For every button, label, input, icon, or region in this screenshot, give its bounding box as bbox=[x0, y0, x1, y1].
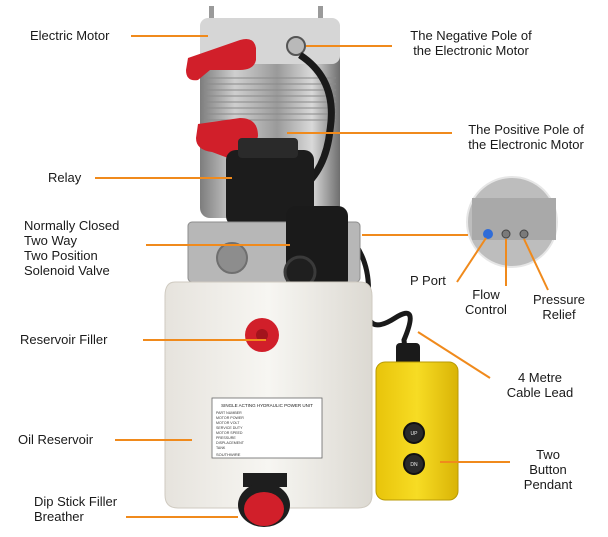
leader-lines bbox=[95, 35, 549, 518]
flow-control-icon bbox=[501, 229, 511, 239]
label-dipstick: Dip Stick Filler Breather bbox=[34, 494, 118, 524]
label-solenoid-valve: Normally Closed Two Way Two Position Sol… bbox=[24, 218, 120, 278]
negative-terminal-bolt bbox=[286, 36, 306, 56]
label-reservoir-filler: Reservoir Filler bbox=[20, 332, 108, 347]
pendant-button-up bbox=[403, 422, 425, 444]
motor-stud-right bbox=[318, 6, 323, 22]
dipstick-cap-red bbox=[244, 492, 284, 526]
pendant-cable bbox=[343, 230, 413, 361]
label-negative-pole: The Negative Pole of the Electronic Moto… bbox=[410, 28, 532, 58]
pendant-button-up-label: UP bbox=[411, 431, 419, 437]
pendant-button-down bbox=[403, 453, 425, 475]
label-positive-pole: The Positive Pole of the Electronic Moto… bbox=[468, 122, 584, 152]
spec-plate-row: TANK bbox=[216, 446, 226, 450]
spec-plate-row: PRESSURE bbox=[216, 436, 236, 440]
label-oil-reservoir: Oil Reservoir bbox=[18, 432, 94, 447]
dipstick-neck bbox=[243, 473, 287, 487]
pendant-button-down-label: DN bbox=[410, 462, 418, 468]
label-electric-motor: Electric Motor bbox=[30, 28, 110, 43]
label-p-port: P Port bbox=[410, 273, 446, 288]
pendant-grip bbox=[396, 343, 420, 367]
label-pendant: Two Button Pendant bbox=[523, 447, 573, 492]
spec-plate-row: SERVICE DUTY bbox=[216, 426, 243, 430]
leader-pressure-relief bbox=[523, 238, 549, 291]
valve-port-window bbox=[216, 242, 248, 274]
leader-cable-lead bbox=[417, 331, 491, 379]
spec-plate-title: SINGLE ACTING HYDRAULIC POWER UNIT bbox=[221, 403, 313, 408]
label-pressure-relief: Pressure Relief bbox=[532, 292, 586, 322]
pressure-relief-icon bbox=[519, 229, 529, 239]
leader-p-port bbox=[456, 237, 487, 283]
relay-top bbox=[238, 138, 298, 158]
motor-stud-left bbox=[209, 6, 214, 22]
label-cable-lead: 4 Metre Cable Lead bbox=[506, 370, 574, 400]
spec-plate bbox=[211, 397, 323, 459]
label-flow-control: Flow Control bbox=[465, 287, 507, 317]
reservoir-filler-cap-center bbox=[256, 329, 268, 341]
motor-cable bbox=[297, 52, 335, 193]
label-relay: Relay bbox=[48, 170, 82, 185]
spec-plate-row: MOTOR POWER bbox=[216, 416, 244, 420]
spec-plate-row: PART NUMBER bbox=[216, 411, 242, 415]
spec-plate-row: MOTOR VOLT bbox=[216, 421, 240, 425]
spec-plate-brand: SOUTHWIRE bbox=[216, 452, 241, 457]
p-port-icon bbox=[483, 229, 493, 239]
spec-plate-row: MOTOR SPEED bbox=[216, 431, 243, 435]
positive-terminal-cap-top bbox=[186, 39, 256, 81]
spec-plate-row: DISPLACEMENT bbox=[216, 441, 245, 445]
